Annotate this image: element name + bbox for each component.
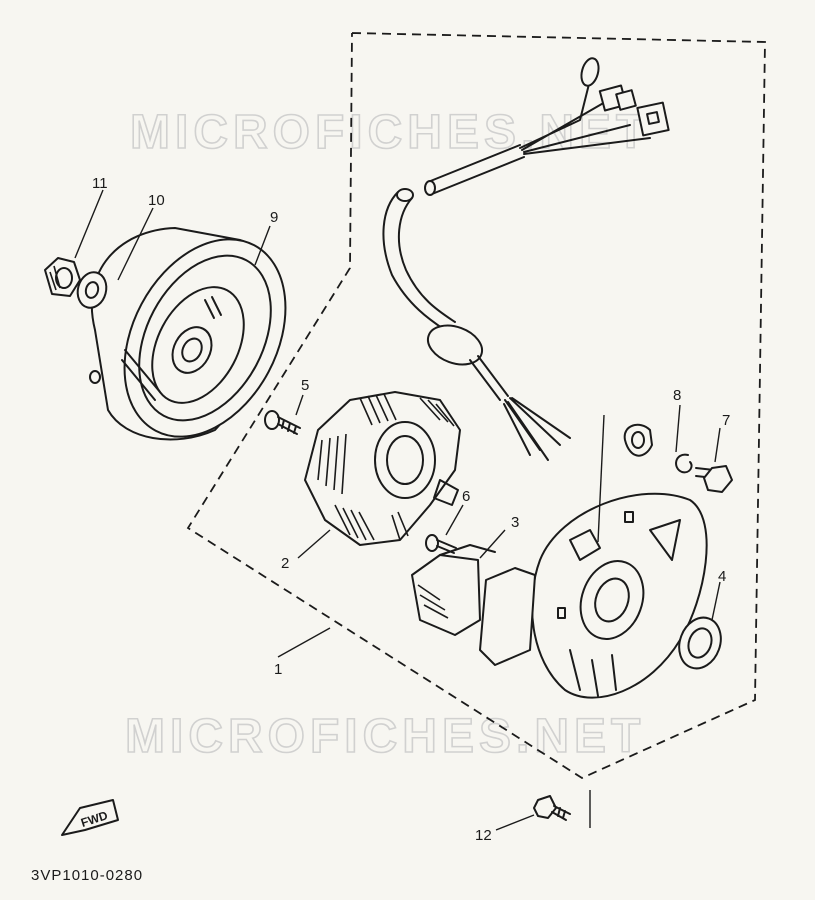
watermark-bottom: MICROFICHES.NET xyxy=(125,710,645,763)
nut xyxy=(44,257,81,297)
stator xyxy=(304,391,461,546)
assembly-boundary xyxy=(186,32,766,780)
forward-arrow-icon: FWD xyxy=(61,799,119,836)
callout-6: 6 xyxy=(462,488,470,505)
callout-12: 12 xyxy=(475,827,492,844)
pickup-coil xyxy=(411,544,536,666)
base-plate xyxy=(531,492,708,699)
callout-10: 10 xyxy=(148,192,165,209)
bolt-7 xyxy=(695,465,733,493)
bolt-12 xyxy=(533,795,571,821)
callout-1: 1 xyxy=(274,661,282,678)
callout-7: 7 xyxy=(722,412,730,429)
wire-clamp xyxy=(623,423,653,457)
callout-5: 5 xyxy=(301,377,309,394)
screw-5 xyxy=(264,410,301,435)
washer xyxy=(76,271,108,309)
callout-3: 3 xyxy=(511,514,519,531)
flywheel-rotor xyxy=(89,227,287,441)
watermark-top: MICROFICHES.NET xyxy=(130,106,650,159)
screw-6 xyxy=(425,534,457,554)
callout-2: 2 xyxy=(281,555,289,572)
callout-11: 11 xyxy=(92,175,108,192)
callout-9: 9 xyxy=(270,209,278,226)
callout-4: 4 xyxy=(718,568,726,585)
circlip xyxy=(675,453,693,474)
drawing-code: 3VP1010-0280 xyxy=(31,867,143,884)
wire-harness xyxy=(382,57,670,461)
callout-8: 8 xyxy=(673,387,681,404)
oil-seal xyxy=(678,616,722,670)
leader-lines xyxy=(74,189,721,831)
